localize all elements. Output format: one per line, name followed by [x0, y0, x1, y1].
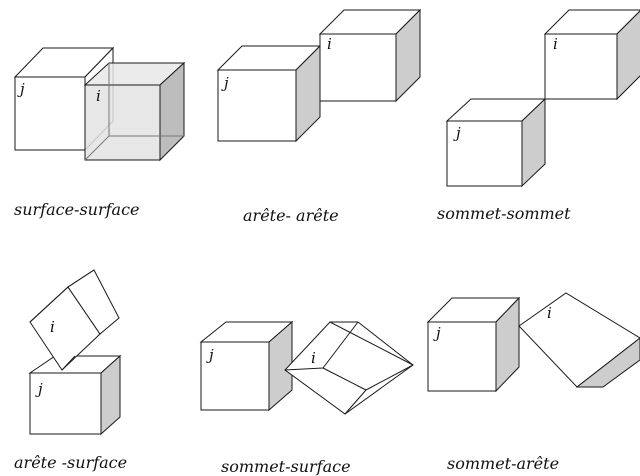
- cube-j: [199, 320, 294, 412]
- cube-j: [445, 97, 547, 188]
- cube-j-label: j: [453, 124, 461, 142]
- cube-i-label: i: [553, 35, 558, 53]
- caption-sommet-arete: sommet-arête: [447, 454, 559, 473]
- panel-sommet-surface: j i sommet-surface: [199, 320, 414, 476]
- caption-sommet-surface: sommet-surface: [221, 457, 351, 476]
- cube-i-wireframe: [284, 321, 414, 415]
- cube-j: [426, 296, 521, 393]
- panel-arete-arete: j i arête- arête: [216, 8, 422, 225]
- cube-i-label: i: [327, 35, 332, 53]
- caption-arete-arete: arête- arête: [243, 206, 339, 225]
- cube-i-label: i: [50, 318, 55, 336]
- cube-j-label: j: [17, 80, 25, 98]
- cube-i-tilted: [518, 292, 640, 388]
- caption-arete-surface: arête -surface: [14, 453, 127, 472]
- cube-j-label: j: [433, 324, 441, 342]
- panel-sommet-sommet: i j sommet-sommet: [437, 9, 640, 223]
- cube-j: [28, 354, 122, 436]
- cube-j-label: j: [206, 346, 214, 364]
- panel-arete-surface: i j arête -surface: [14, 269, 127, 472]
- cube-i: [543, 9, 640, 101]
- cube-i-label: i: [547, 304, 552, 322]
- caption-sommet-sommet: sommet-sommet: [437, 204, 571, 223]
- cube-i: [318, 8, 422, 103]
- caption-surface-surface: surface-surface: [14, 200, 140, 219]
- cube-j-label: j: [35, 380, 43, 398]
- cube-i-label: i: [96, 87, 101, 105]
- panel-surface-surface: j i surface-surface: [13, 46, 186, 219]
- cube-i-label: i: [311, 349, 316, 367]
- panel-sommet-arete: j i sommet-arête: [426, 292, 640, 473]
- cube-j: [216, 44, 322, 143]
- cube-i-transparent: [83, 61, 186, 162]
- cube-j-label: j: [221, 74, 229, 92]
- cube-i-tilted: [29, 269, 120, 371]
